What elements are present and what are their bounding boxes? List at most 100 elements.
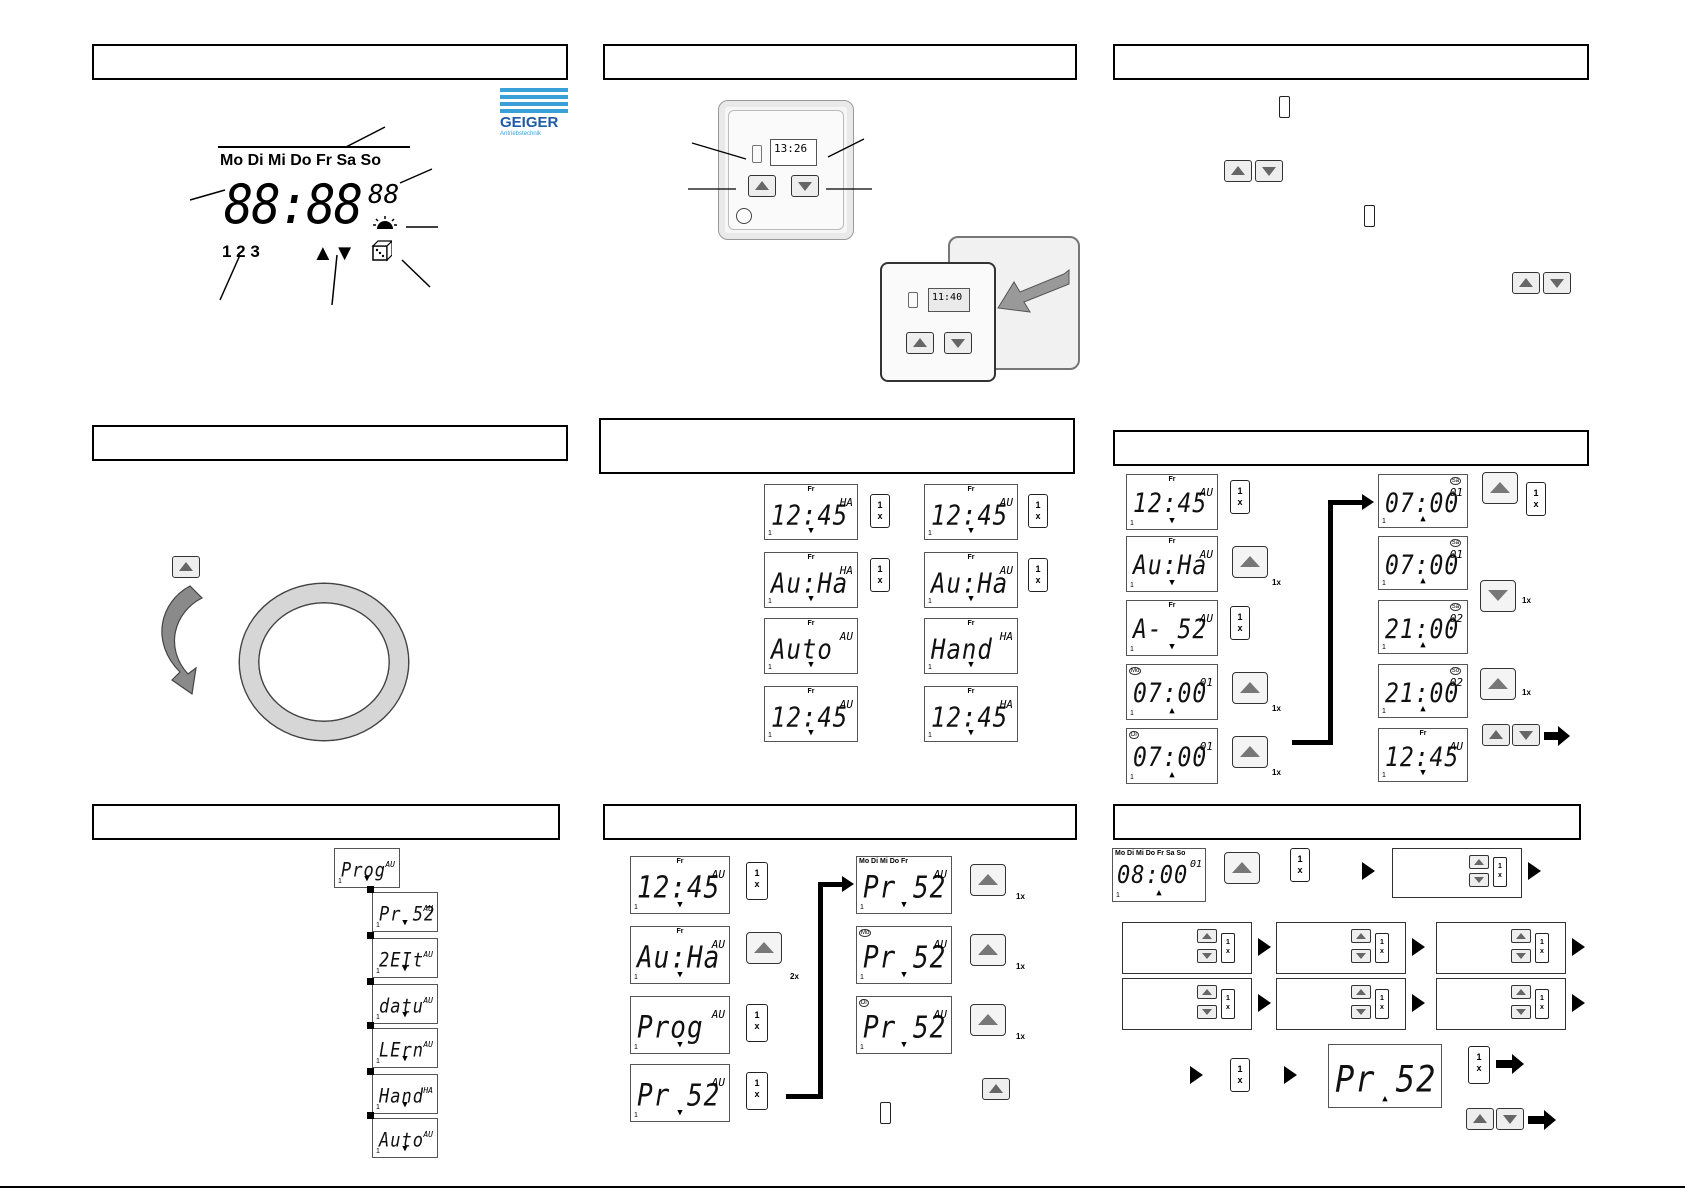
p9-grid-up[interactable]: [1197, 985, 1217, 999]
device-callout-lines: [688, 138, 872, 190]
p9-grid-down[interactable]: [1197, 949, 1217, 963]
p8-up-small[interactable]: [982, 1078, 1010, 1100]
menu-display-7-program: 1: [376, 1148, 380, 1155]
up-down-indicator-icon: ▲▼: [312, 240, 356, 265]
setup-left-display-1-main: 12:45: [637, 871, 721, 906]
mode-display-1-program: 1: [768, 530, 772, 537]
mode-display-6-program: 1: [928, 664, 932, 671]
device2-up-button[interactable]: [906, 332, 934, 354]
down-button-icon[interactable]: [1255, 160, 1283, 182]
setup-left-display-1-day: Fr: [676, 858, 684, 865]
p9-grid-up[interactable]: [1511, 929, 1531, 943]
p9-grid-up[interactable]: [1197, 929, 1217, 943]
seq-left-display-2-program: 1: [1130, 582, 1134, 589]
p9-grid-down[interactable]: [1351, 1005, 1371, 1019]
setup-left-display-2-down-icon: ▼: [677, 970, 683, 980]
p6-flow-line-h: [1292, 740, 1332, 745]
section-title-box-6: [1113, 430, 1589, 466]
mode-display-2-day: Fr: [967, 486, 975, 493]
mode-display-1-down-icon: ▼: [808, 526, 814, 536]
p9-grid-up[interactable]: [1511, 985, 1531, 999]
p6-down-button[interactable]: [1480, 580, 1516, 612]
p8-count-2x: 2x: [790, 972, 799, 981]
menu-display-3-suffix: AU: [423, 950, 433, 959]
seq-left-display-4-program: 1: [1130, 710, 1134, 717]
up-button-icon-3[interactable]: [172, 556, 200, 578]
p8-stacked-up-button[interactable]: [746, 932, 782, 964]
p9-grid-arrow-5: [1412, 994, 1425, 1012]
p9-grid-up[interactable]: [1351, 929, 1371, 943]
mode-display-5-day: Fr: [807, 620, 815, 627]
menu-display-2-suffix: AU: [423, 904, 433, 913]
p9-grid-down[interactable]: [1511, 1005, 1531, 1019]
device-led: [752, 145, 762, 163]
down-button-icon-2[interactable]: [1543, 272, 1571, 294]
seq-right-display-4-up-icon: ▲: [1420, 704, 1426, 714]
p6-exit-up[interactable]: [1482, 724, 1510, 746]
setup-left-display-1-down-icon: ▼: [677, 900, 683, 910]
p9-grid-down[interactable]: [1197, 1005, 1217, 1019]
section-title-box-1: [92, 44, 568, 80]
menu-display-6-down-icon: ▼: [402, 1100, 408, 1110]
weekday-row: Mo Di Mi Do Fr Sa So: [220, 152, 381, 170]
up-button-icon[interactable]: [1224, 160, 1252, 182]
device2-down-button[interactable]: [944, 332, 972, 354]
p6-exit-down[interactable]: [1512, 724, 1540, 746]
device-up-button[interactable]: [748, 175, 776, 197]
up-button-icon-2[interactable]: [1512, 272, 1540, 294]
section-title-box-4: [92, 425, 568, 461]
p9-grid-down[interactable]: [1351, 949, 1371, 963]
p9-grid-up[interactable]: [1351, 985, 1371, 999]
p9-up-small[interactable]: [1466, 1108, 1494, 1130]
seq-left-display-1-down-icon: ▼: [1169, 516, 1175, 526]
p6-up-button-1[interactable]: [1232, 546, 1268, 578]
p6-flow-line-v: [1328, 502, 1333, 745]
device-down-button[interactable]: [791, 175, 819, 197]
p8-led-indicator: [880, 1102, 891, 1124]
setup-left-display-3-down-icon: ▼: [677, 1040, 683, 1050]
p6-up-button-3[interactable]: [1232, 736, 1268, 768]
menu-display-prog-main: Prog: [341, 859, 386, 882]
geiger-logo: GEIGER Antriebstechnik: [500, 88, 568, 144]
p6-up-button-4[interactable]: [1480, 668, 1516, 700]
p8-flow-line-h: [786, 1094, 822, 1099]
p9-box-down[interactable]: [1469, 873, 1489, 887]
p6-up-button-2[interactable]: [1232, 672, 1268, 704]
seq-right-display-3-main: 21:00: [1385, 615, 1460, 645]
p9-grid-down[interactable]: [1511, 949, 1531, 963]
p9-down-small[interactable]: [1496, 1108, 1524, 1130]
menu-display-7-down-icon: ▼: [402, 1144, 408, 1154]
p8-up-button-3[interactable]: [970, 1004, 1006, 1036]
p6-stacked-up-button[interactable]: [1482, 472, 1518, 504]
device-reset-icon[interactable]: [736, 208, 752, 224]
p9-box-up[interactable]: [1469, 855, 1489, 869]
seq-right-display-3-day: Sa: [1449, 603, 1461, 611]
p9-up-button[interactable]: [1224, 852, 1260, 884]
btn-x: x: [754, 1021, 760, 1031]
p8-up-button-2[interactable]: [970, 934, 1006, 966]
p8-up-button-1[interactable]: [970, 864, 1006, 896]
